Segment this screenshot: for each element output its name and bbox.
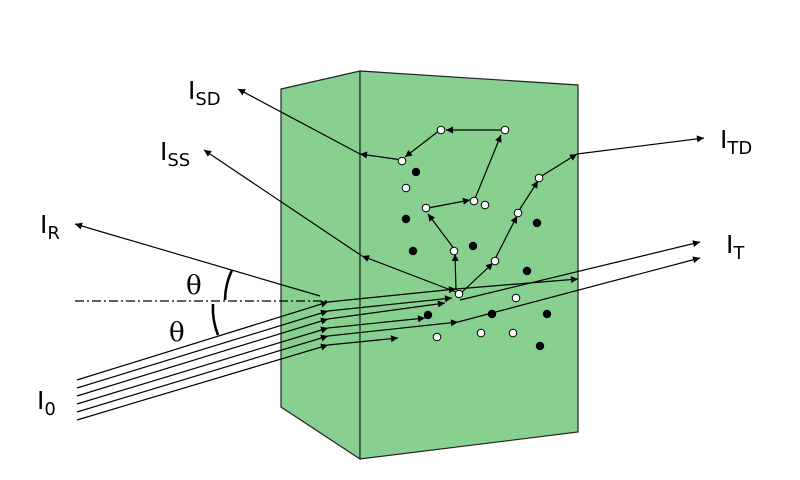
scatterer-dark <box>522 266 532 276</box>
single-scattered-path <box>203 149 457 293</box>
scatterer-dark <box>535 341 545 351</box>
scatterer-light <box>480 200 490 210</box>
scatterer-dark <box>487 309 497 319</box>
internal-ray <box>327 286 457 303</box>
scatterer-light <box>513 208 523 218</box>
incident-ray <box>76 326 329 405</box>
scatterer-light <box>401 183 411 193</box>
scatterer-dark <box>532 218 542 228</box>
reflected-ray <box>74 222 321 297</box>
scatterer-light <box>436 125 446 135</box>
scatterer-dark <box>542 309 552 319</box>
incident-beam <box>76 300 329 421</box>
scatterer-light <box>490 256 500 266</box>
scatterer-light <box>432 332 442 342</box>
internal-ray <box>327 295 453 312</box>
scatterer-dark <box>408 246 418 256</box>
angle-arc-upper <box>223 269 234 301</box>
scatterer-light <box>511 293 521 303</box>
incident-ray <box>76 317 329 397</box>
angle-arc-lower <box>211 303 220 336</box>
scatterers-light <box>397 125 544 342</box>
incident-ray <box>76 300 329 381</box>
scatterer-light <box>454 289 464 299</box>
label-theta-upper: θ <box>186 271 202 301</box>
internal-ray <box>327 335 399 346</box>
internal-ballistic-rays <box>327 276 579 346</box>
incident-ray <box>76 334 329 413</box>
incident-ray <box>76 343 329 421</box>
scatterer-dark <box>411 167 421 177</box>
medium-side-face <box>359 70 579 460</box>
scatterer-light <box>449 246 459 256</box>
incident-ray <box>76 309 329 389</box>
scatterer-light <box>421 203 431 213</box>
label-i-0: I0 <box>37 386 56 420</box>
scatterers-dark <box>401 167 552 351</box>
transmitted-ray <box>459 240 701 301</box>
internal-ray <box>327 315 426 329</box>
internal-ray <box>327 319 459 337</box>
label-i-td: ITD <box>720 125 752 159</box>
scatterer-dark <box>468 241 478 251</box>
transmitted-rays <box>457 240 701 323</box>
medium-front-face <box>280 70 361 461</box>
scatterer-light <box>534 173 544 183</box>
scatterer-light <box>476 328 486 338</box>
label-theta-lower: θ <box>169 318 185 348</box>
label-i-r: IR <box>40 210 60 244</box>
scatterer-light <box>469 196 479 206</box>
scatterer-light <box>500 125 510 135</box>
internal-ray <box>455 276 579 290</box>
medium-block <box>280 70 579 461</box>
internal-ray <box>327 300 446 320</box>
scatterer-light <box>508 328 518 338</box>
diffuse-transmitted-path <box>459 135 705 295</box>
scatterer-dark <box>401 214 411 224</box>
scatterer-dark <box>423 310 433 320</box>
label-i-t: IT <box>726 230 745 264</box>
diffuse-reflected-path <box>237 88 502 291</box>
label-i-sd: ISD <box>188 76 221 110</box>
scatterer-light <box>397 156 407 166</box>
label-i-ss: ISS <box>160 137 190 171</box>
transmitted-ray <box>457 256 701 323</box>
